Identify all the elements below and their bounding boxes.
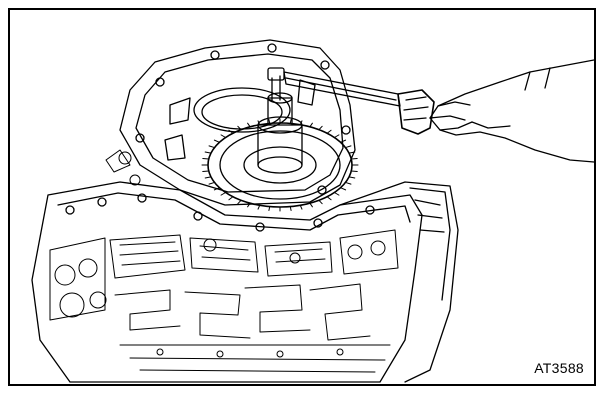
gear-tooth bbox=[341, 140, 346, 142]
gear-tooth bbox=[229, 130, 233, 133]
valve-body bbox=[50, 230, 398, 372]
right-housing bbox=[340, 182, 458, 382]
gear-tooth bbox=[345, 146, 350, 148]
case-details bbox=[106, 150, 300, 263]
bell-housing bbox=[120, 40, 355, 205]
gear-tooth bbox=[300, 205, 302, 209]
gear-tooth bbox=[327, 197, 331, 200]
gear-teeth bbox=[202, 119, 358, 211]
gear-tooth bbox=[229, 197, 233, 200]
gear-tooth bbox=[349, 152, 355, 153]
gear-tooth bbox=[209, 182, 214, 184]
gear-tooth bbox=[349, 177, 355, 178]
transmission-illustration bbox=[10, 10, 594, 384]
gear-tooth bbox=[248, 203, 250, 207]
figure-code: AT3588 bbox=[534, 360, 584, 376]
gear-tooth bbox=[341, 188, 346, 190]
gear-tooth bbox=[319, 126, 322, 129]
gear-tooth bbox=[351, 171, 357, 172]
ring-gear bbox=[208, 123, 352, 207]
gear-tooth bbox=[258, 205, 260, 209]
gear-tooth bbox=[269, 207, 270, 211]
gear-tooth bbox=[221, 135, 226, 138]
gear-tooth bbox=[327, 130, 331, 133]
gear-tooth bbox=[290, 207, 291, 211]
gear-tooth bbox=[205, 177, 211, 178]
gear-tooth bbox=[310, 123, 312, 127]
transmission-case bbox=[32, 182, 422, 382]
gear-tooth bbox=[203, 171, 209, 172]
gear-tooth bbox=[221, 193, 226, 196]
gear-shaft bbox=[258, 93, 302, 173]
gear-tooth bbox=[310, 203, 312, 207]
gear-tooth bbox=[269, 119, 270, 123]
gear-tooth bbox=[238, 126, 241, 129]
gear-tooth bbox=[290, 119, 291, 123]
gear-tooth bbox=[203, 158, 209, 159]
gear-tooth bbox=[345, 182, 350, 184]
gear-tooth bbox=[334, 135, 339, 138]
gear-tooth bbox=[214, 188, 219, 190]
measuring-tool bbox=[268, 68, 434, 134]
gear-tooth bbox=[319, 200, 322, 203]
gear-tooth bbox=[238, 200, 241, 203]
gear-tooth bbox=[209, 146, 214, 148]
gear-tooth bbox=[351, 158, 357, 159]
gear-tooth bbox=[205, 152, 211, 153]
figure-frame: AT3588 bbox=[8, 8, 596, 386]
gear-tooth bbox=[334, 193, 339, 196]
gear-tooth bbox=[248, 123, 250, 127]
gear-tooth bbox=[214, 140, 219, 142]
technician-hand bbox=[430, 60, 594, 162]
